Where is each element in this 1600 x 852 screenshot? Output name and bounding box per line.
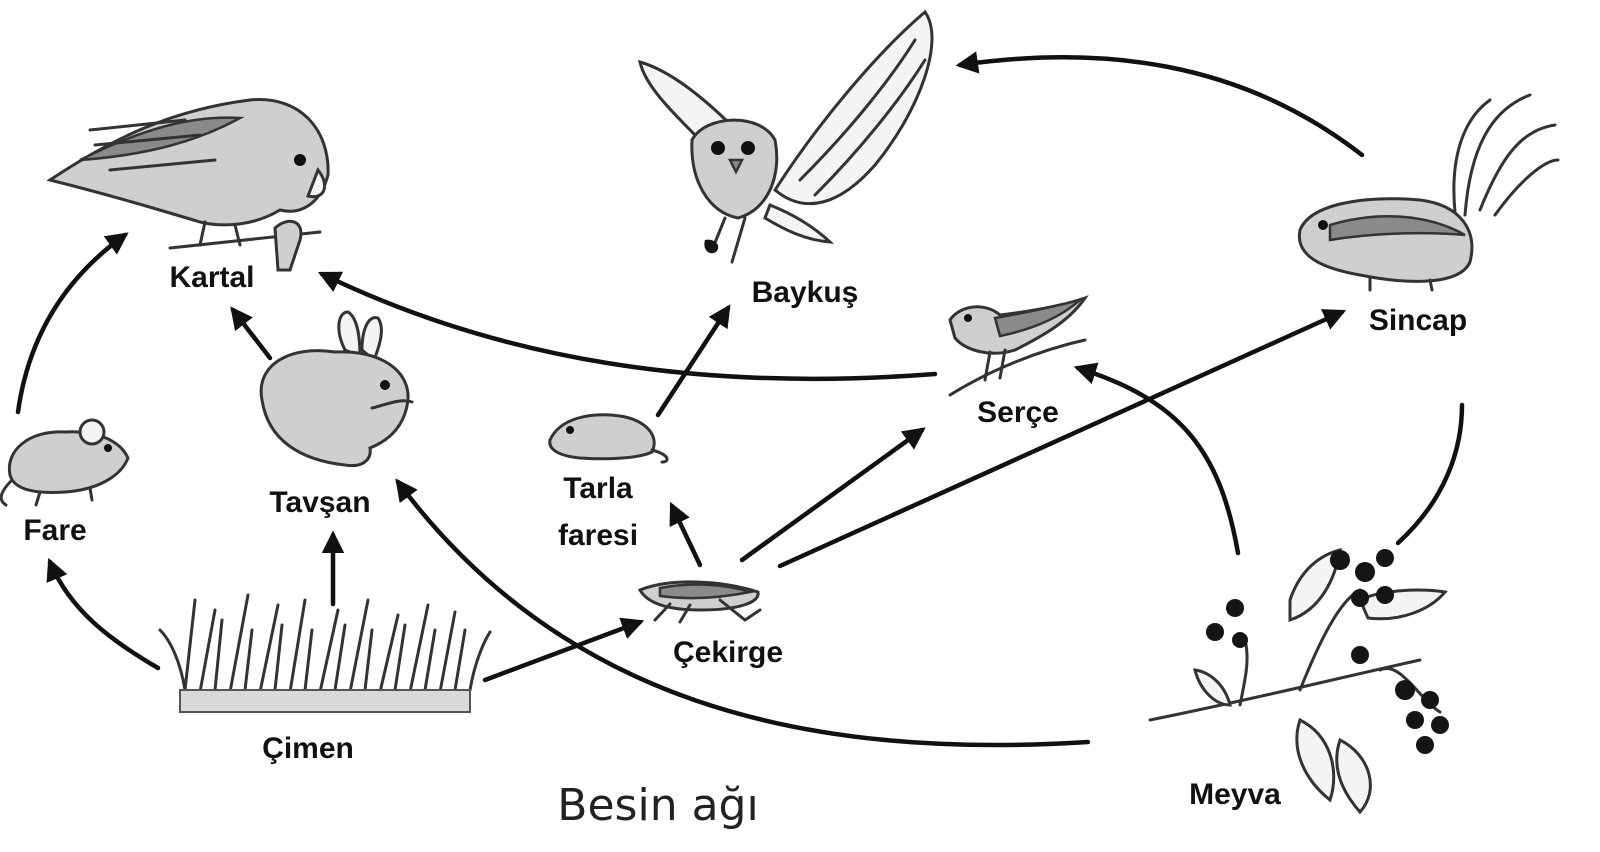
tavsan-illustration: [261, 312, 412, 466]
arrow-cimen-to-fare: [50, 562, 158, 668]
tarla-faresi-illustration: [550, 415, 667, 462]
label-sincap: Sincap: [1369, 304, 1467, 337]
label-cimen: Çimen: [262, 732, 354, 765]
serce-illustration: [950, 298, 1085, 395]
arrow-cekirge-to-sincap: [780, 312, 1342, 566]
arrow-cekirge-to-tarla-faresi: [672, 506, 700, 565]
label-serce: Serçe: [977, 396, 1059, 429]
diagram-caption: Besin ağı: [557, 780, 758, 831]
label-tarla-faresi-line2: faresi: [558, 519, 638, 552]
sincap-illustration: [1299, 95, 1558, 290]
label-kartal: Kartal: [169, 261, 254, 294]
labels-group: Kartal Baykuş Sincap Serçe Tavşan Fare T…: [23, 261, 1467, 831]
arrow-sincap-to-baykus: [960, 57, 1362, 155]
cekirge-illustration: [640, 582, 760, 622]
arrow-fare-to-kartal: [18, 235, 125, 412]
arrow-cimen-to-cekirge: [485, 622, 640, 680]
kartal-illustration: [50, 100, 328, 270]
meyva-illustration: [1150, 549, 1449, 812]
label-tavsan: Tavşan: [269, 486, 370, 519]
fare-illustration: [1, 420, 128, 505]
label-fare: Fare: [23, 514, 86, 547]
arrow-meyva-to-tavsan: [398, 482, 1088, 745]
label-meyva: Meyva: [1189, 778, 1281, 811]
baykus-illustration: [640, 12, 932, 262]
label-baykus: Baykuş: [752, 276, 859, 309]
arrow-tavsan-to-kartal: [233, 310, 270, 358]
arrow-tarla-faresi-to-baykus: [658, 308, 728, 415]
arrow-meyva-to-sincap: [1398, 405, 1462, 543]
label-tarla-faresi-line1: Tarla: [563, 472, 633, 505]
cimen-illustration: [160, 595, 490, 712]
label-cekirge: Çekirge: [673, 636, 783, 669]
